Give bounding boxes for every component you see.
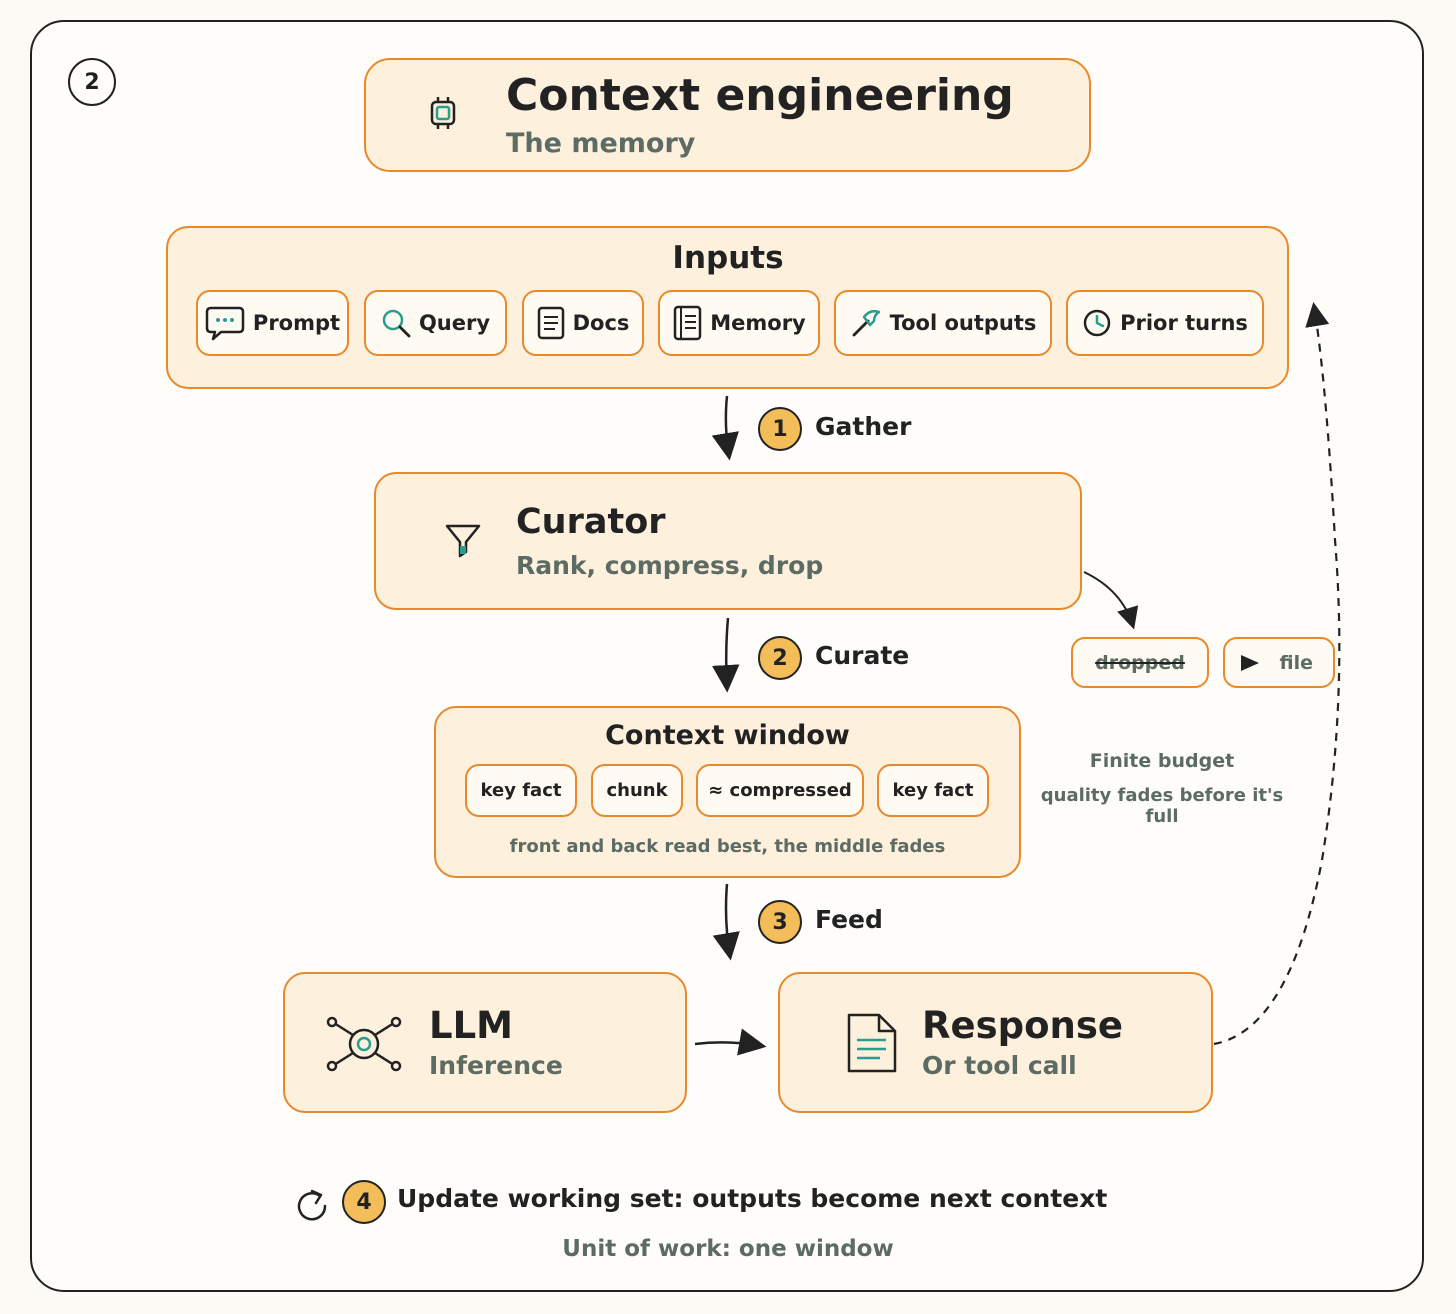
input-label-prior-turns: Prior turns [1120,311,1248,335]
input-chip-prompt: Prompt [196,290,349,356]
network-node-icon [324,1016,404,1076]
context-window-note: front and back read best, the middle fad… [509,836,946,857]
response-box [778,972,1213,1113]
step-4-badge: 4 [342,1180,386,1224]
budget-note-line1: Finite budget [1089,750,1235,772]
input-label-tool-outputs: Tool outputs [889,311,1037,335]
play-arrow-icon [1239,653,1261,673]
step-2-badge: 2 [758,636,802,680]
response-subtitle: Or tool call [922,1051,1077,1080]
hammer-icon [850,307,882,339]
input-chip-prior-turns: Prior turns [1066,290,1264,356]
refresh-icon [296,1186,330,1228]
page-title: Context engineering [506,70,1014,121]
arrow-llm-to-response [694,1028,767,1056]
chip-icon [424,94,462,136]
input-label-query: Query [418,311,491,335]
context-window-title: Context window [605,720,850,751]
context-chip-compressed: ≈ compressed [696,764,864,817]
input-chip-tool-outputs: Tool outputs [834,290,1052,356]
page-subtitle: The memory [506,128,696,159]
file-chip: file [1223,637,1335,688]
step-3-label: Feed [815,905,883,934]
header-box [364,58,1091,172]
curator-title: Curator [516,502,666,542]
notebook-icon [672,305,702,341]
search-icon [381,308,411,338]
step-4-label: Update working set: outputs become next … [397,1184,1108,1213]
input-chip-query: Query [364,290,507,356]
context-chip-chunk: chunk [591,764,683,817]
input-label-docs: Docs [572,311,630,335]
document-lines-icon [846,1012,898,1078]
arrow-curator-to-dropped [1083,571,1139,630]
panel-number: 2 [68,58,116,106]
step-2-label: Curate [815,641,910,670]
response-title: Response [922,1004,1123,1047]
input-chip-memory: Memory [658,290,820,356]
clock-icon [1082,308,1112,338]
step-1-label: Gather [815,412,912,441]
document-icon [537,306,565,340]
budget-note-line2: quality fades before it's full [1040,785,1284,827]
llm-title: LLM [429,1004,513,1047]
input-label-memory: Memory [710,311,806,335]
arrow-response-feedback [1213,302,1341,1046]
dropped-chip: dropped [1071,637,1209,688]
curator-box [374,472,1082,610]
file-label: file [1279,651,1313,674]
llm-subtitle: Inference [429,1051,563,1080]
step-3-badge: 3 [758,900,802,944]
arrow-inputs-to-curator [711,395,739,461]
context-chip-key-fact-1: key fact [465,764,577,817]
unit-of-work-note: Unit of work: one window [562,1236,894,1262]
arrow-curator-to-window [712,617,740,693]
arrow-window-to-llm [712,883,740,961]
dropped-label: dropped [1095,651,1185,674]
funnel-icon [443,520,483,564]
step-1-badge: 1 [758,407,802,451]
context-chip-key-fact-2: key fact [877,764,989,817]
chat-bubble-icon [205,304,245,342]
input-label-prompt: Prompt [252,311,341,335]
inputs-title: Inputs [672,240,784,276]
input-chip-docs: Docs [522,290,644,356]
curator-subtitle: Rank, compress, drop [516,551,824,580]
